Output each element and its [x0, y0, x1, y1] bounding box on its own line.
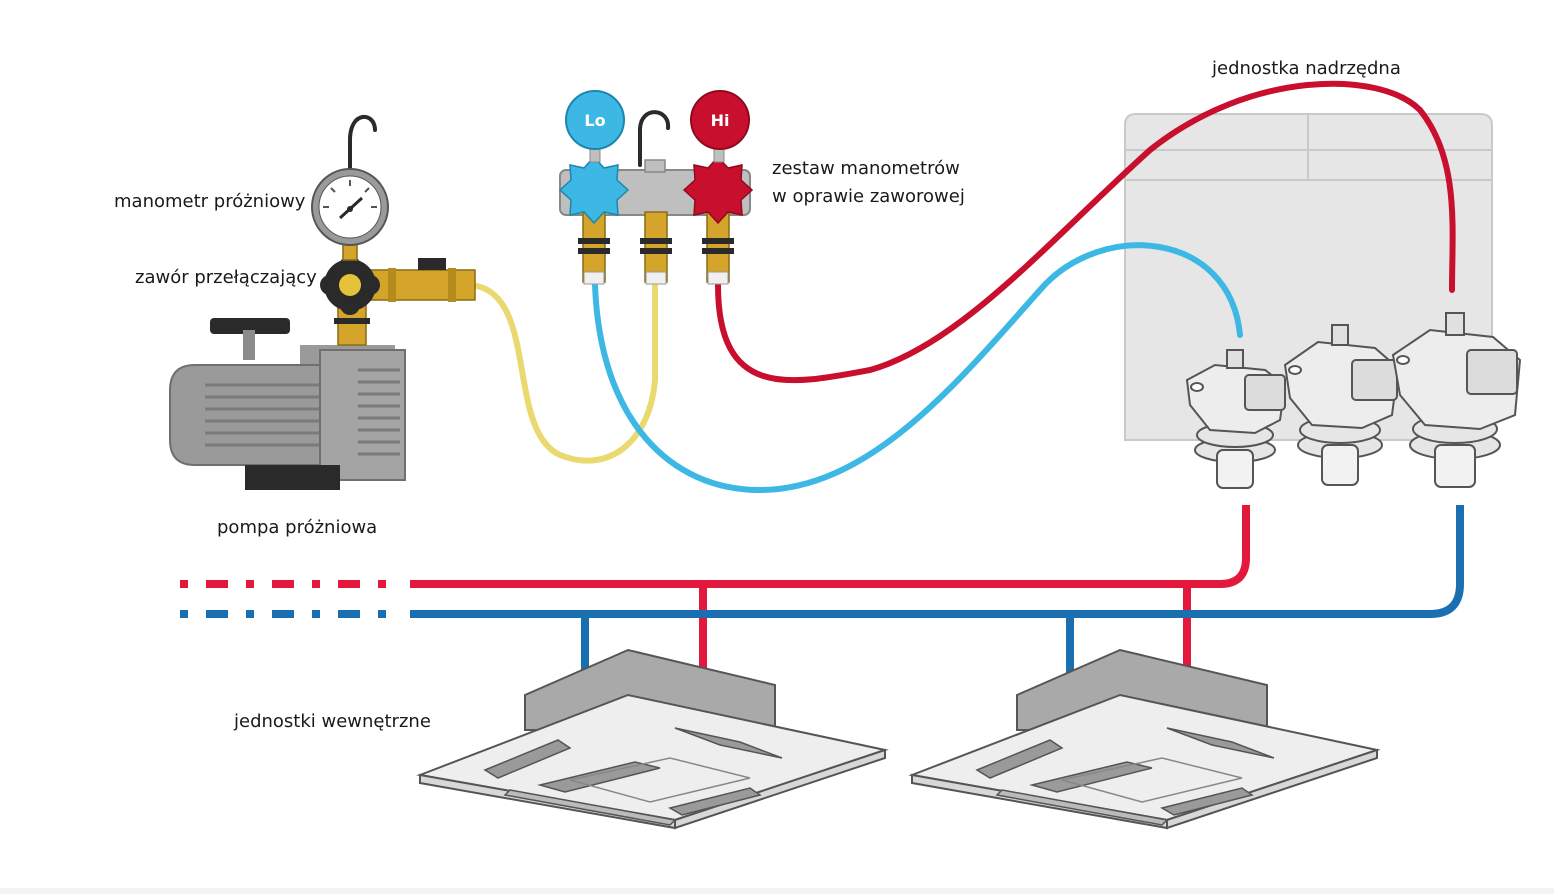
vacuum-pump: [169, 318, 406, 490]
vacuum-gauge-label: manometr próżniowy: [114, 191, 306, 212]
service-valve-3: [1391, 312, 1522, 488]
manifold-gauge-set: Lo Hi: [558, 90, 754, 285]
vacuum-hose: [467, 282, 658, 464]
indoor-unit-2: [908, 648, 1381, 830]
manifold-label: zestaw manometrów w oprawie zaworowej: [772, 155, 965, 211]
high-gauge-label: Hi: [711, 111, 730, 130]
blue-refrigerant-line: [180, 505, 1464, 680]
manifold-port-high: [702, 211, 734, 285]
high-pressure-gauge: Hi: [690, 90, 750, 150]
red-refrigerant-line: [180, 505, 1250, 668]
low-pressure-hose: [592, 242, 1243, 494]
switch-valve: [320, 234, 476, 346]
low-valve-knob: [558, 155, 630, 225]
high-valve-knob: [682, 155, 754, 225]
vacuum-gauge: [311, 114, 389, 246]
manifold-label-line2: w oprawie zaworowej: [772, 186, 965, 207]
indoor-unit-1: [416, 648, 889, 830]
outdoor-unit-label: jednostka nadrzędna: [1212, 58, 1401, 79]
vacuum-pump-label: pompa próżniowa: [217, 517, 378, 538]
manifold-port-center: [640, 211, 672, 285]
high-pressure-hose: [715, 80, 1456, 384]
low-gauge-label: Lo: [584, 111, 605, 130]
manifold-label-line1: zestaw manometrów: [772, 158, 960, 179]
service-valve-2: [1283, 324, 1400, 486]
manifold-port-low: [578, 211, 610, 285]
switch-valve-label: zawór przełączający: [135, 267, 317, 288]
bottom-strip: [0, 888, 1554, 894]
low-pressure-gauge: Lo: [565, 90, 625, 150]
indoor-units-label: jednostki wewnętrzne: [234, 711, 431, 732]
service-valve-1: [1185, 349, 1287, 489]
